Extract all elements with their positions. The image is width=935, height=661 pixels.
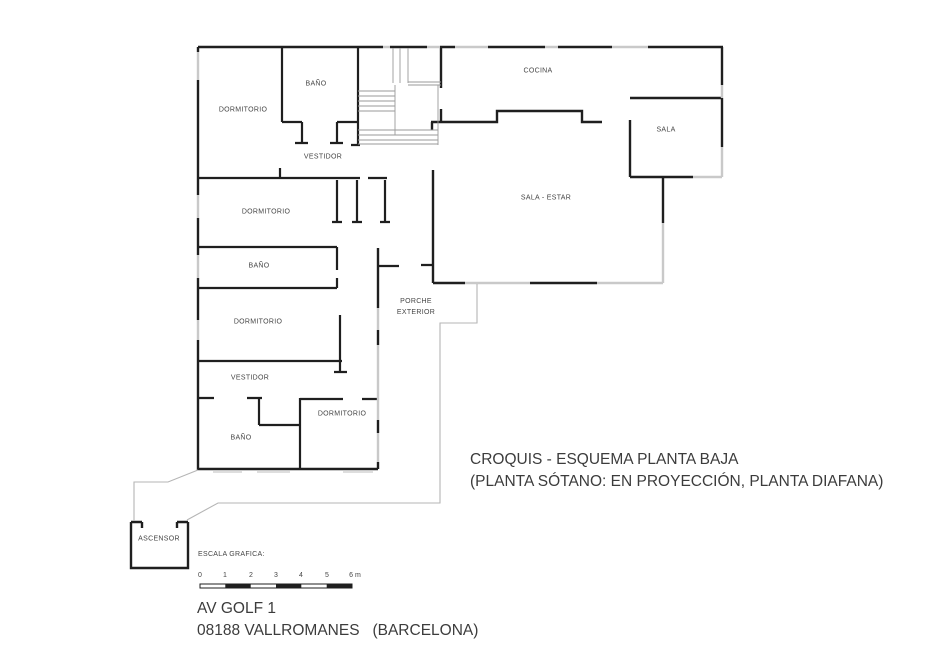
basement-projection-path — [133, 284, 478, 521]
scale-bar-fill-2 — [276, 583, 302, 589]
outer-walls-path — [196, 45, 724, 471]
scale-tick-6: 6 m — [349, 572, 361, 579]
room-label-vestidor-1: VESTIDOR — [303, 153, 343, 161]
scale-tick-5: 5 — [325, 572, 329, 579]
room-label-dormitorio-1: DORMITORIO — [218, 106, 268, 114]
room-label-sala: SALA — [656, 126, 676, 134]
interior-walls-path — [198, 47, 433, 469]
address: AV GOLF 1 08188 VALLROMANES (BARCELONA) — [197, 598, 478, 642]
stairs-path — [358, 48, 441, 145]
scale-bar — [199, 583, 353, 589]
room-label-bano-1: BAÑO — [305, 80, 327, 88]
living-area-walls-path — [430, 47, 722, 285]
room-label-cocina: COCINA — [523, 67, 553, 75]
address-line2: 08188 VALLROMANES (BARCELONA) — [197, 622, 479, 639]
scale-tick-1: 1 — [223, 572, 227, 579]
room-label-bano-3: BAÑO — [230, 434, 252, 442]
drawing-title: CROQUIS - ESQUEMA PLANTA BAJA (PLANTA SÓ… — [470, 449, 883, 493]
room-label-bano-2: BAÑO — [248, 262, 270, 270]
window-segments-path — [196, 45, 724, 462]
scale-tick-3: 3 — [274, 572, 278, 579]
scale-bar-fill-1 — [225, 583, 251, 589]
address-line1: AV GOLF 1 — [197, 600, 276, 617]
room-label-dormitorio-4: DORMITORIO — [317, 410, 367, 418]
room-label-dormitorio-3: DORMITORIO — [233, 318, 283, 326]
elevator-walls-path — [129, 520, 190, 570]
room-label-porche-exterior: PORCHE EXTERIOR — [396, 298, 436, 316]
drawing-title-line2: (PLANTA SÓTANO: EN PROYECCIÓN, PLANTA DI… — [470, 473, 884, 490]
scale-heading: ESCALA GRAFICA: — [198, 551, 265, 558]
scale-tick-0: 0 — [198, 572, 202, 579]
scale-bar-fill-3 — [326, 583, 352, 589]
room-label-sala-estar: SALA - ESTAR — [520, 194, 572, 202]
drawing-title-line1: CROQUIS - ESQUEMA PLANTA BAJA — [470, 451, 739, 468]
room-label-dormitorio-2: DORMITORIO — [241, 208, 291, 216]
scale-tick-2: 2 — [249, 572, 253, 579]
scale-tick-4: 4 — [299, 572, 303, 579]
room-label-ascensor: ASCENSOR — [138, 535, 180, 543]
room-label-vestidor-2: VESTIDOR — [230, 374, 270, 382]
